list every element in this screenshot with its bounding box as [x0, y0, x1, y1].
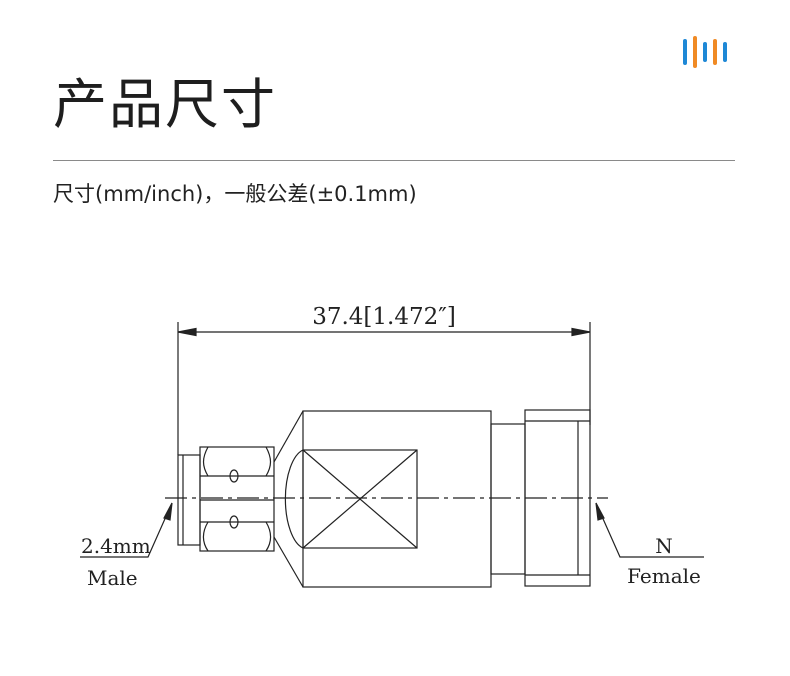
hex-coupling-nut [199, 446, 275, 552]
right-leader-line [595, 502, 704, 558]
logo-bar-2 [693, 36, 697, 68]
main-body [302, 410, 492, 588]
page-title: 产品尺寸 [53, 73, 277, 136]
logo-bar-3 [703, 42, 707, 62]
right-size-label: N [655, 534, 673, 558]
left-gender-label: Male [87, 566, 138, 590]
logo-bar-4 [713, 39, 717, 65]
left-size-label: 2.4mm [81, 534, 151, 558]
logo-bar-5 [723, 42, 727, 62]
logo-bar-1 [683, 39, 687, 65]
dimension-arrow-right [571, 327, 591, 337]
male-connector-tip [177, 454, 201, 546]
dimension-arrow-left [177, 327, 197, 337]
right-gender-label: Female [627, 564, 701, 588]
brand-logo [683, 36, 727, 68]
body-transition [273, 410, 304, 588]
left-leader-arrow [163, 502, 173, 521]
title-divider [53, 160, 735, 161]
right-leader-arrow [595, 502, 605, 521]
overall-length-label: 37.4[1.472″] [312, 304, 456, 330]
left-leader-line [80, 502, 173, 558]
dimension-note: 尺寸(mm/inch)，一般公差(±0.1mm) [53, 182, 417, 206]
